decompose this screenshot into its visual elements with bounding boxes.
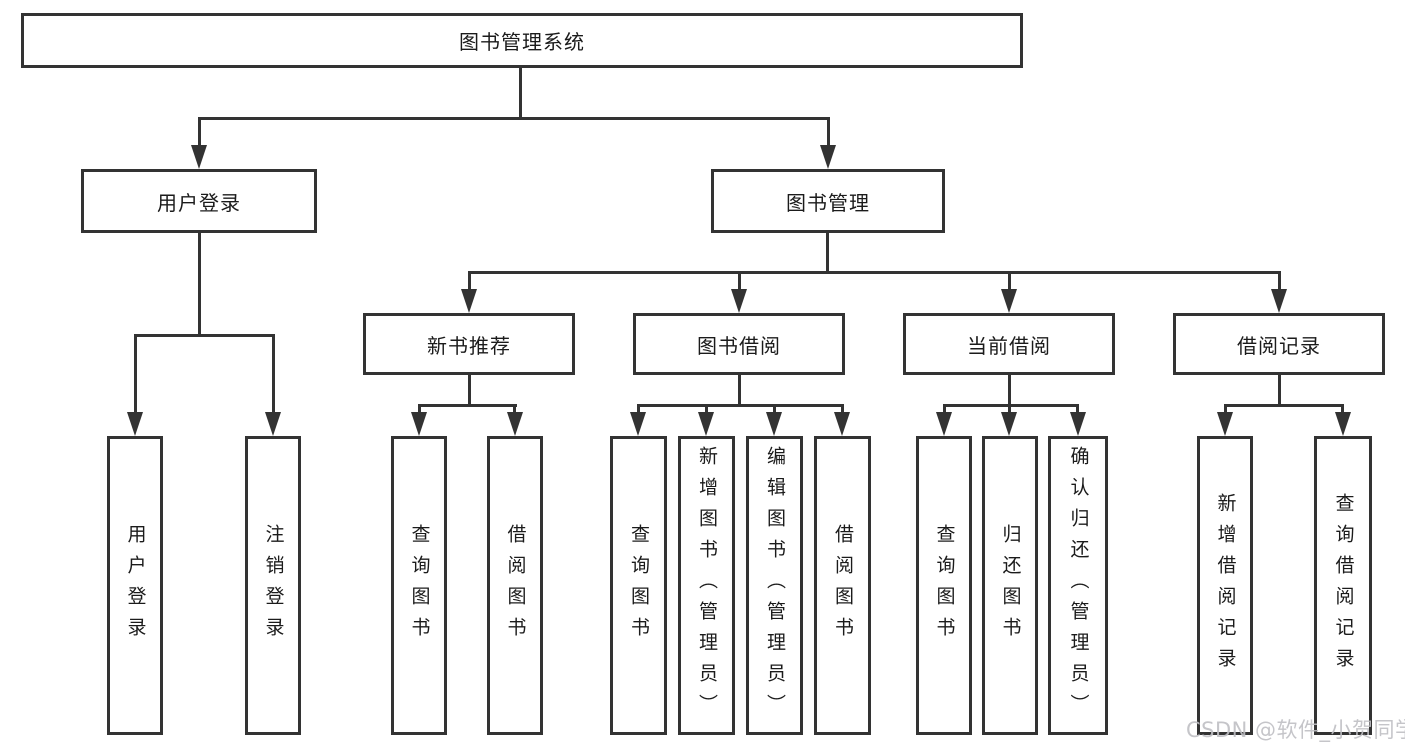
connector-line [418, 404, 517, 407]
connector-line [134, 334, 137, 414]
connector-line [1224, 404, 1344, 407]
connector-line [198, 231, 201, 337]
leaf-bb-edit-book: 编辑图书（管理员） [746, 436, 803, 735]
leaf-bb-borrow-book-label: 借阅图书 [832, 523, 854, 648]
arrowhead-down-icon [127, 412, 143, 436]
node-borrow-record-label: 借阅记录 [1237, 333, 1321, 358]
arrowhead-down-icon [630, 412, 646, 436]
leaf-logout-label: 注销登录 [262, 523, 285, 648]
arrowhead-down-icon [936, 412, 952, 436]
arrowhead-down-icon [265, 412, 281, 436]
arrowhead-down-icon [1217, 412, 1233, 436]
leaf-cb-confirm-return: 确认归还（管理员） [1048, 436, 1108, 735]
connector-line [134, 334, 275, 337]
connector-line [1341, 404, 1344, 416]
connector-line [1008, 271, 1011, 293]
node-root: 图书管理系统 [21, 13, 1023, 68]
connector-line [1008, 404, 1011, 416]
arrowhead-down-icon [1335, 412, 1351, 436]
connector-line [943, 404, 1079, 407]
leaf-logout: 注销登录 [245, 436, 301, 735]
connector-line [827, 117, 830, 147]
leaf-bb-edit-book-label: 编辑图书（管理员） [764, 446, 786, 725]
arrowhead-down-icon [1001, 289, 1017, 313]
leaf-bb-query-book: 查询图书 [610, 436, 667, 735]
arrowhead-down-icon [411, 412, 427, 436]
arrowhead-down-icon [834, 412, 850, 436]
connector-line [637, 404, 844, 407]
leaf-user-login-label: 用户登录 [124, 523, 147, 648]
node-root-label: 图书管理系统 [459, 30, 585, 54]
connector-line [198, 117, 830, 120]
arrowhead-down-icon [731, 289, 747, 313]
connector-line [1008, 373, 1011, 406]
connector-line [1278, 271, 1281, 293]
node-current-borrow-label: 当前借阅 [967, 333, 1051, 358]
node-new-book-recommend-label: 新书推荐 [427, 333, 511, 358]
arrowhead-down-icon [766, 412, 782, 436]
arrowhead-down-icon [1070, 412, 1086, 436]
leaf-bb-add-book-label: 新增图书（管理员） [696, 446, 718, 725]
leaf-rec-borrow-book-label: 借阅图书 [504, 523, 527, 648]
node-current-borrow: 当前借阅 [903, 313, 1115, 375]
node-book-borrow: 图书借阅 [633, 313, 845, 375]
connector-line [513, 404, 516, 416]
node-book-borrow-label: 图书借阅 [697, 333, 781, 358]
connector-line [519, 66, 522, 119]
node-new-book-recommend: 新书推荐 [363, 313, 575, 375]
connector-line [1076, 404, 1079, 416]
leaf-cb-confirm-return-label: 确认归还（管理员） [1067, 446, 1090, 725]
leaf-br-query-record: 查询借阅记录 [1314, 436, 1372, 735]
arrowhead-down-icon [507, 412, 523, 436]
connector-line [738, 271, 741, 293]
leaf-rec-query-book: 查询图书 [391, 436, 447, 735]
leaf-user-login: 用户登录 [107, 436, 163, 735]
leaf-cb-query-book: 查询图书 [916, 436, 972, 735]
connector-line [1224, 404, 1227, 416]
leaf-rec-query-book-label: 查询图书 [408, 523, 431, 648]
node-book-management-label: 图书管理 [786, 190, 870, 215]
node-book-management: 图书管理 [711, 169, 945, 233]
arrowhead-down-icon [1271, 289, 1287, 313]
arrowhead-down-icon [698, 412, 714, 436]
arrowhead-down-icon [461, 289, 477, 313]
leaf-bb-borrow-book: 借阅图书 [814, 436, 871, 735]
leaf-br-add-record-label: 新增借阅记录 [1214, 492, 1237, 679]
leaf-rec-borrow-book: 借阅图书 [487, 436, 543, 735]
leaf-cb-query-book-label: 查询图书 [933, 523, 956, 648]
connector-line [418, 404, 421, 416]
connector-line [272, 334, 275, 414]
node-user-login: 用户登录 [81, 169, 317, 233]
node-borrow-record: 借阅记录 [1173, 313, 1385, 375]
connector-line [468, 271, 1281, 274]
connector-line [943, 404, 946, 416]
arrowhead-down-icon [1001, 412, 1017, 436]
connector-line [826, 231, 829, 273]
leaf-bb-query-book-label: 查询图书 [628, 523, 650, 648]
connector-line [738, 373, 741, 406]
connector-line [1278, 373, 1281, 406]
connector-line [637, 404, 640, 416]
connector-line [198, 117, 201, 147]
leaf-br-query-record-label: 查询借阅记录 [1332, 492, 1355, 679]
arrowhead-down-icon [820, 145, 836, 169]
leaf-cb-return-book-label: 归还图书 [999, 523, 1022, 648]
connector-line [841, 404, 844, 416]
connector-line [773, 404, 776, 416]
arrowhead-down-icon [191, 145, 207, 169]
connector-line [468, 373, 471, 406]
node-user-login-label: 用户登录 [157, 190, 241, 215]
connector-line [468, 271, 471, 293]
leaf-br-add-record: 新增借阅记录 [1197, 436, 1253, 735]
connector-line [705, 404, 708, 416]
watermark: CSDN @软件_小贺同学 [1186, 718, 1405, 742]
leaf-cb-return-book: 归还图书 [982, 436, 1038, 735]
leaf-bb-add-book: 新增图书（管理员） [678, 436, 735, 735]
